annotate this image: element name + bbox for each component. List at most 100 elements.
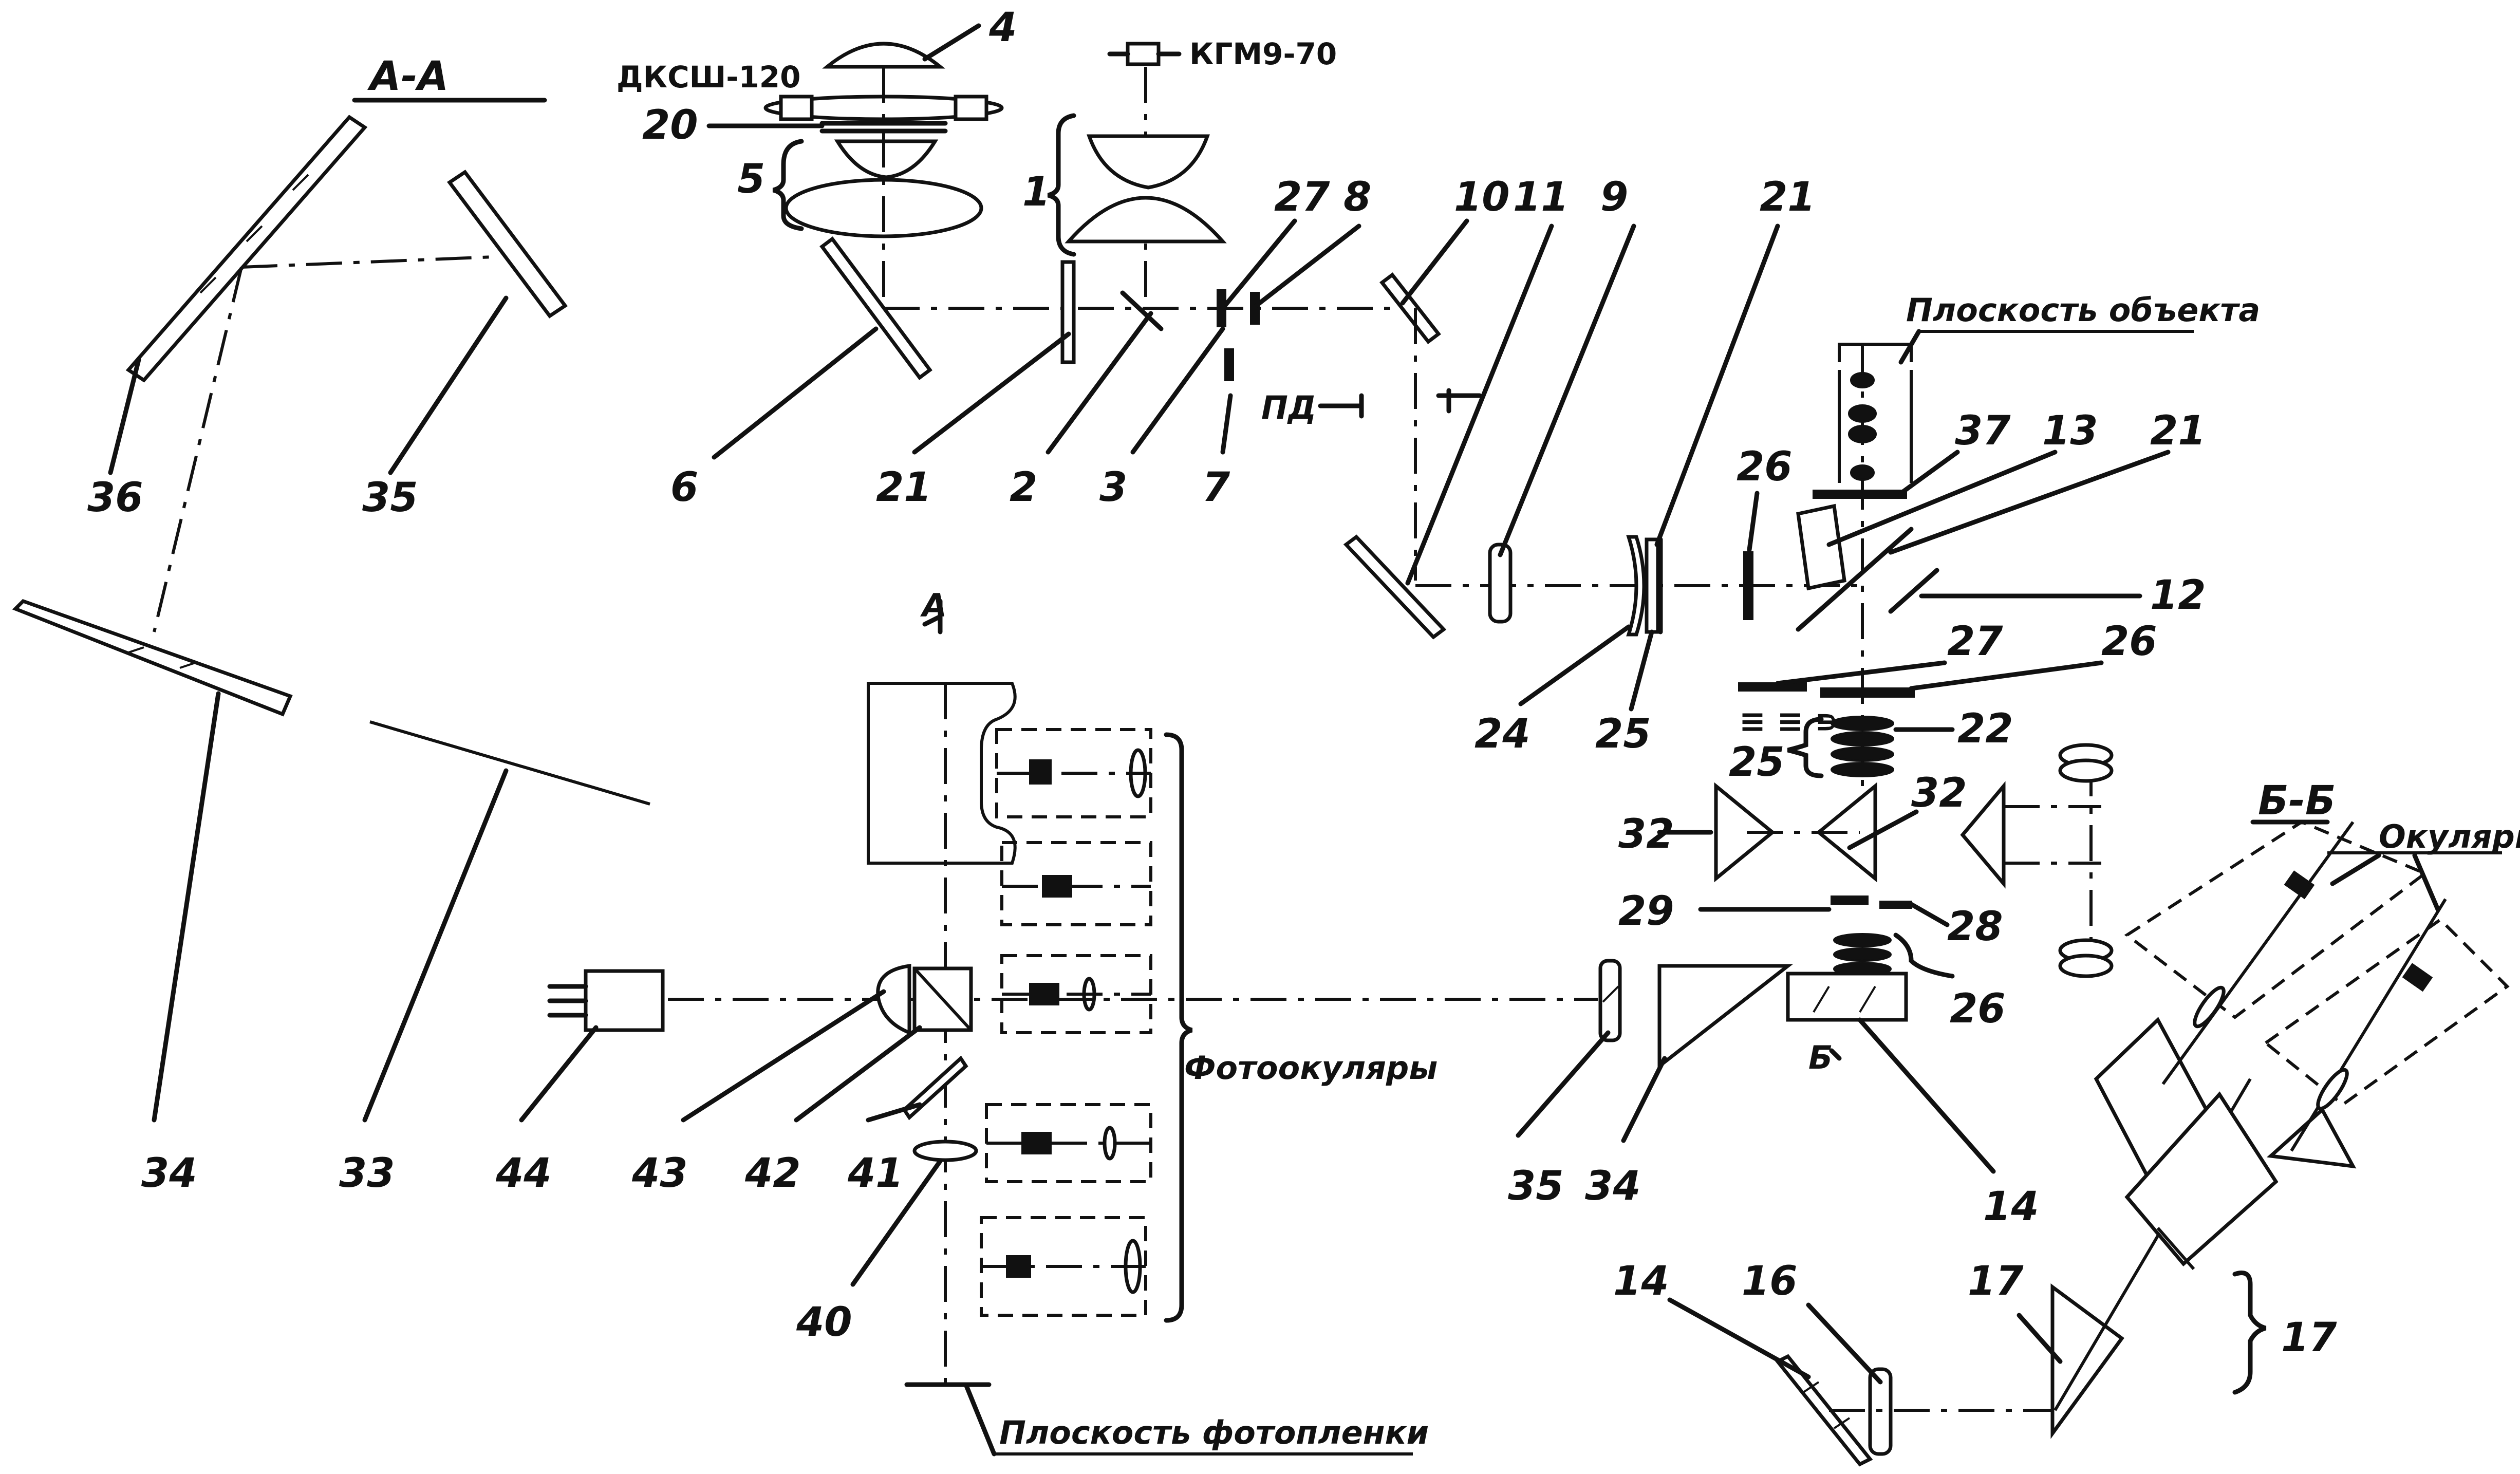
plate-14-bottom xyxy=(1775,1354,1873,1467)
callout-14-bottom: 14 xyxy=(1613,1258,1669,1304)
lens-4 xyxy=(822,42,945,69)
callout-4: 4 xyxy=(988,5,1017,51)
callout-30: 28 xyxy=(1947,904,2003,950)
element-7 xyxy=(1224,348,1234,381)
callout-32-left: 32 xyxy=(1618,811,1674,857)
lens-43 xyxy=(876,963,911,1036)
callout-31: 29 xyxy=(1618,888,1674,935)
element-25 xyxy=(1820,687,1915,698)
photo-eyepiece-holder xyxy=(867,682,1017,865)
filter-19 xyxy=(1645,537,1660,634)
callout-9: 9 xyxy=(1600,174,1628,220)
mirror-11 xyxy=(1343,534,1447,640)
callout-27: 25 xyxy=(1729,739,1785,786)
lens-18 xyxy=(1626,535,1646,637)
callout-21: 21 xyxy=(876,464,932,511)
condenser-5a xyxy=(834,139,939,179)
mirror-6 xyxy=(819,236,932,380)
prism-side xyxy=(1960,781,2006,889)
photo-system: А xyxy=(495,587,1794,1457)
middle-path: 11 9 21 24 25 26 Плоскость объекта 37 xyxy=(1343,174,2260,1230)
lens-35 xyxy=(1598,959,1622,1042)
callout-34: 34 xyxy=(1585,1163,1641,1209)
callout-8: 8 xyxy=(1343,174,1371,220)
callout-19: 25 xyxy=(1595,711,1651,757)
prism-17b xyxy=(2124,1091,2279,1266)
section-bb-title: Б-Б xyxy=(2258,778,2336,824)
element-26 xyxy=(1738,682,1807,692)
photo-eyepieces-label: Фотоокуляры xyxy=(1184,1049,1438,1087)
section-aa-title: А-А xyxy=(367,53,449,100)
callout-28: 26 xyxy=(1950,986,2006,1032)
prism-block-14 xyxy=(1786,972,1908,1022)
element-8 xyxy=(1250,292,1260,325)
callout-10: 10 xyxy=(1454,174,1510,220)
callout-32-right: 32 xyxy=(1911,770,1967,816)
element-33 xyxy=(1813,490,1907,499)
marker-b: Б xyxy=(1808,1039,1833,1076)
callout-23: 26 xyxy=(1737,444,1793,490)
photo-eyepiece-2 xyxy=(1000,841,1152,926)
callout-5: 5 xyxy=(737,156,765,202)
eyepiece-system: 14 16 17 17 Б-Б Оку xyxy=(1613,778,2520,1467)
prism-32-left xyxy=(1714,782,1776,883)
collector-1b xyxy=(1065,196,1227,244)
element-30 xyxy=(1879,901,1912,909)
callout-40: 40 xyxy=(796,1299,852,1346)
callout-36: 33 xyxy=(339,1150,395,1197)
callout-29: 27 xyxy=(1274,174,1330,220)
callout-26: 27 xyxy=(1947,619,2003,665)
plate-20 xyxy=(1796,527,1914,632)
callout-44: 44 xyxy=(495,1150,552,1197)
callout-16: 17 xyxy=(1968,1258,2024,1304)
callout-13: 13 xyxy=(2042,408,2098,454)
callout-25: 26 xyxy=(2101,619,2157,665)
lamp-kgm-label: КГМ9-70 xyxy=(1189,36,1337,71)
callout-14: 14 xyxy=(1983,1184,2039,1230)
callout-21-top: 20 xyxy=(642,102,698,148)
callout-33: 37 xyxy=(1955,408,2011,454)
camera-44 xyxy=(584,969,665,1032)
photo-eyepiece-4 xyxy=(985,1103,1152,1183)
section-aa: А-А 36 35 34 33 xyxy=(12,53,650,1197)
line-36 xyxy=(369,720,650,806)
eyepieces-label: Окуляры xyxy=(2379,818,2520,855)
callout-17: 17 xyxy=(2281,1315,2337,1361)
callout-42: 42 xyxy=(744,1150,801,1197)
callout-18: 24 xyxy=(1474,711,1530,757)
callout-24: 22 xyxy=(1957,706,2013,752)
element-2 xyxy=(1120,290,1164,331)
callout-43: 43 xyxy=(631,1150,688,1197)
callout-22: 21 xyxy=(1760,174,1816,220)
plate-37 xyxy=(12,599,293,717)
callout-20: 21 xyxy=(2150,408,2206,454)
callout-35: 35 xyxy=(1508,1163,1564,1209)
callout-7: 7 xyxy=(1202,464,1230,511)
eyepiece-right xyxy=(2263,898,2510,1152)
mirror-10 xyxy=(1379,272,1441,344)
collector-1a xyxy=(1087,134,1210,190)
prism-17c xyxy=(2266,1107,2357,1169)
mini-marks: ≡ ≡ ∍ xyxy=(1739,702,1839,740)
photo-eyepiece-1 xyxy=(995,728,1152,818)
lens-9 xyxy=(1488,543,1513,624)
filter-21 xyxy=(1060,260,1076,364)
objective-27 xyxy=(1831,716,1894,731)
callout-15: 16 xyxy=(1742,1258,1798,1304)
element-23 xyxy=(1743,551,1753,620)
prism-16 xyxy=(2050,1283,2124,1439)
plate-12 xyxy=(1888,568,1939,614)
pd-label: ПД xyxy=(1261,389,1316,426)
callout-2: 2 xyxy=(1010,464,1037,511)
callout-12: 12 xyxy=(2150,572,2206,619)
object-plane-label: Плоскость объекта xyxy=(1906,291,2260,329)
callout-11: 11 xyxy=(1513,174,1569,220)
callout-1: 1 xyxy=(1022,169,1050,215)
callout-41: 41 xyxy=(847,1150,904,1197)
eyepiece-left xyxy=(2124,820,2428,1085)
lens-40 xyxy=(912,1140,978,1162)
film-plane-label: Плоскость фотопленки xyxy=(999,1414,1429,1451)
illumination-system: ДКСШ-120 4 20 5 6 21 КГМ9-70 xyxy=(617,5,1510,581)
